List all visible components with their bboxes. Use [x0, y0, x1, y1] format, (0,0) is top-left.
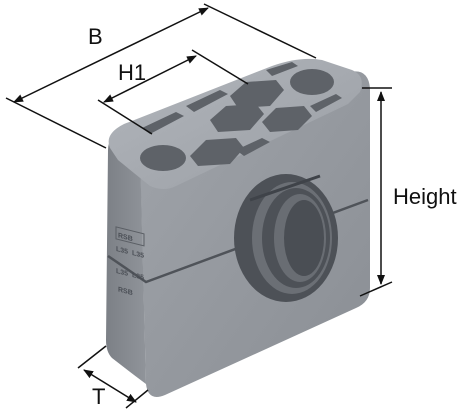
hex-recess-3: [230, 80, 284, 108]
dimension-t-extension-left: [77, 345, 107, 369]
clamp-side-face: [106, 128, 146, 384]
round-hole-right: [290, 69, 334, 95]
size-mark-2: L35: [132, 249, 144, 260]
side-engraving: RSB L35 L35 L35 L35 RSB: [115, 226, 145, 298]
slot-recess-3: [266, 62, 298, 76]
slot-recess-4: [236, 138, 270, 156]
dimension-b: [5, 3, 317, 149]
top-recesses: [140, 62, 342, 171]
slot-recess-1: [142, 112, 184, 134]
dimension-height: [359, 87, 393, 297]
dimension-h1-extension-left: [97, 99, 153, 135]
dimension-height-extension-bottom: [359, 281, 393, 297]
size-mark-4: L35: [132, 271, 144, 282]
logo-top: RSB: [118, 232, 133, 244]
dimension-t-extension-right: [125, 389, 149, 409]
pipe-bore: [234, 174, 338, 302]
dimension-t-label: T: [92, 384, 105, 409]
dimension-b-arrow-line: [13, 7, 209, 103]
dimension-b-extension-left: [5, 97, 107, 149]
clamp-body: RSB L35 L35 L35 L35 RSB: [106, 58, 370, 397]
dimension-h1-arrow-line: [103, 55, 197, 103]
logo-bottom: RSB: [118, 286, 133, 298]
round-hole-left: [140, 145, 186, 171]
hex-recess-1: [190, 138, 244, 166]
slot-recess-5: [310, 94, 342, 112]
dimension-b-extension-right: [203, 3, 317, 59]
dimension-t: [77, 345, 149, 409]
dimension-h1-extension-right: [191, 49, 249, 85]
hex-recess-2: [210, 104, 264, 132]
dimension-b-label: B: [88, 24, 103, 49]
dimension-height-label: Height: [393, 184, 457, 209]
hex-recess-4: [262, 106, 312, 132]
dimension-h1-label: H1: [118, 60, 146, 85]
dimension-h1: [97, 49, 249, 135]
dimension-t-arrow-line: [83, 369, 137, 403]
size-mark-1: L35: [116, 245, 128, 256]
size-mark-3: L35: [116, 267, 128, 278]
